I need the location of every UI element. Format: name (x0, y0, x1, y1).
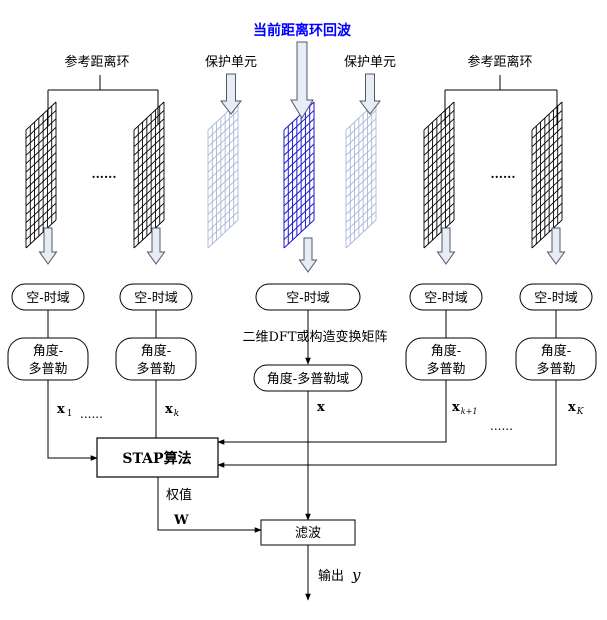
ref-bracket-left (47, 75, 159, 125)
st-box-4-label: 空-时域 (424, 291, 467, 306)
ad-box-4-line1: 角度- (431, 343, 461, 359)
xk1-symbol: xk+1 (452, 400, 477, 416)
output-label: 输出 (318, 568, 344, 584)
stap-box (96, 437, 219, 478)
xk-symbol: xk (165, 402, 179, 419)
st-box-5-label: 空-时域 (534, 291, 577, 306)
range-cell-grids (25, 101, 563, 249)
arrow-guard-left (219, 73, 243, 115)
arrow-down-1 (38, 227, 58, 265)
grid-ref-left-1 (25, 101, 57, 249)
output-symbol: y (351, 566, 361, 584)
w-symbol: W (173, 513, 189, 528)
st-box-2-label: 空-时域 (134, 291, 177, 306)
label-ref-right: 参考距离环 (467, 54, 532, 70)
ad-boxes (7, 337, 597, 392)
block-arrows (38, 41, 566, 273)
arrow-down-5 (546, 227, 566, 265)
filter-label: 滤波 (295, 526, 321, 541)
grid-guard-right (345, 101, 377, 249)
weight-label: 权值 (166, 487, 192, 503)
filter-box (260, 519, 356, 546)
center-ad-label: 角度-多普勒域 (267, 371, 349, 387)
grid-guard-left (207, 101, 239, 249)
arrow-guard-right (358, 73, 382, 115)
ad-box-1-line2: 多普勒 (28, 361, 67, 377)
ad-box-2-line1: 角度- (141, 343, 171, 359)
stap-label: STAP算法 (122, 450, 191, 467)
label-ref-left: 参考距离环 (64, 54, 129, 70)
arrow-down-center (298, 237, 318, 273)
ad-box-5-line1: 角度- (541, 343, 571, 359)
st-box-1-label: 空-时域 (26, 291, 69, 306)
dots-top-right: ...... (490, 167, 515, 181)
ad-box-2-line2: 多普勒 (136, 361, 175, 377)
grid-ref-left-2 (133, 101, 165, 249)
dots-xk1: ...... (490, 419, 513, 433)
grid-current-cell (283, 101, 315, 249)
arrow-down-4 (436, 227, 456, 265)
transform-label: 二维DFT或构造变换矩阵 (242, 329, 387, 345)
dots-top-left: ...... (91, 167, 116, 181)
x-center-symbol: x (317, 400, 325, 415)
feed-lines (47, 380, 557, 601)
st-box-center-label: 空-时域 (286, 291, 329, 306)
ref-bracket-right (444, 75, 558, 125)
xK-symbol: xK (568, 400, 585, 417)
arrow-current-echo (290, 41, 314, 119)
dots-x1: ...... (80, 407, 103, 421)
title-current-range-echo: 当前距离环回波 (253, 22, 352, 39)
st-to-ad-lines (47, 310, 557, 338)
ad-box-5-line2: 多普勒 (536, 361, 575, 377)
grid-ref-right-1 (423, 101, 455, 249)
st-boxes (11, 283, 593, 311)
ad-box-4-line2: 多普勒 (426, 361, 465, 377)
label-guard-right: 保护单元 (344, 55, 396, 70)
label-guard-left: 保护单元 (205, 55, 257, 70)
ad-box-1-line1: 角度- (33, 343, 63, 359)
arrow-down-2 (146, 227, 166, 265)
